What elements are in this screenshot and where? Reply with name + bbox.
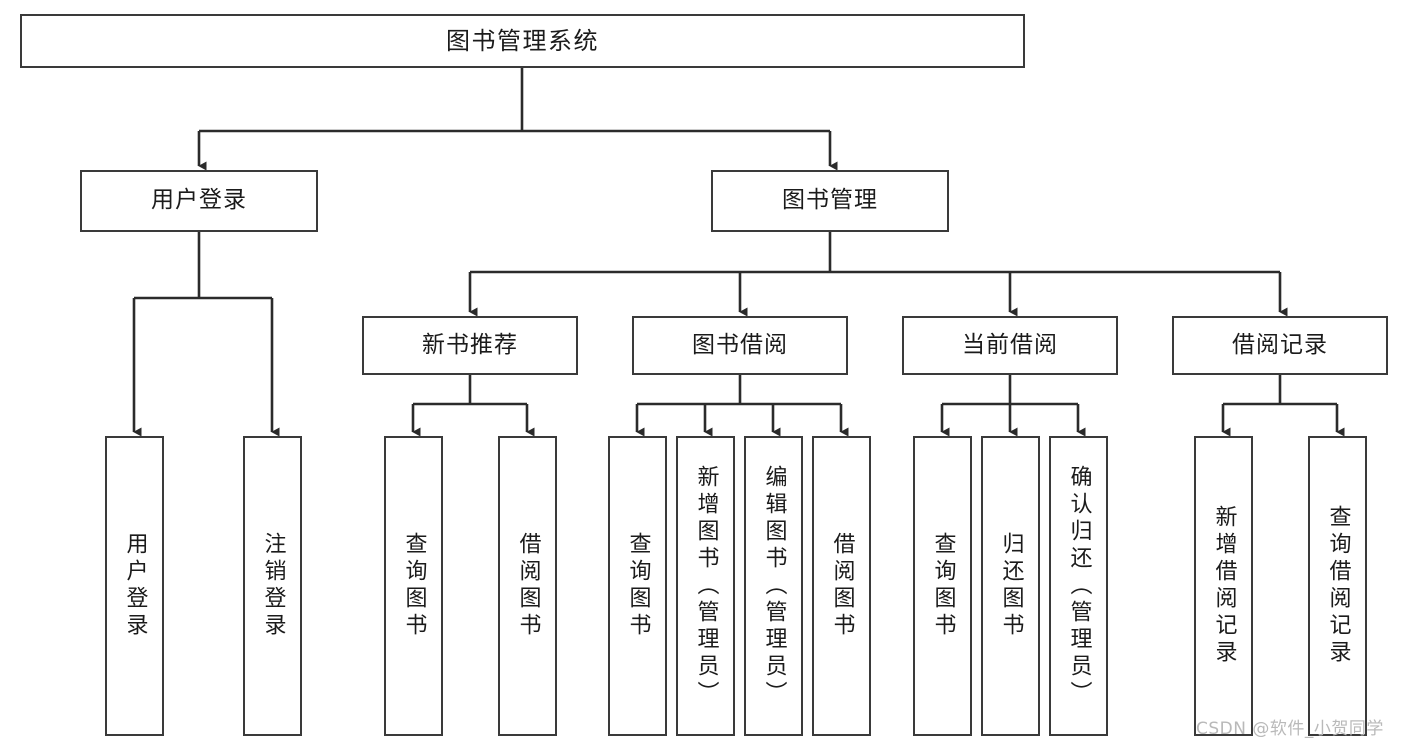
node-user-login[interactable]: 用户登录 xyxy=(80,170,318,232)
leaf-book-borrow-borrow-book[interactable]: 借阅图书 xyxy=(812,436,871,736)
node-book-management[interactable]: 图书管理 xyxy=(711,170,949,232)
leaf-current-borrow-confirm-return-admin[interactable]: 确认归还（管理员） xyxy=(1049,436,1108,736)
node-borrow-record[interactable]: 借阅记录 xyxy=(1172,316,1388,375)
leaf-borrow-record-add-record[interactable]: 新增借阅记录 xyxy=(1194,436,1253,736)
node-label: 新书推荐 xyxy=(422,331,518,358)
leaf-book-borrow-edit-book-admin[interactable]: 编辑图书（管理员） xyxy=(744,436,803,736)
node-label: 查询图书 xyxy=(401,532,427,640)
node-label: 查询借阅记录 xyxy=(1325,505,1351,667)
leaf-book-borrow-add-book-admin[interactable]: 新增图书（管理员） xyxy=(676,436,735,736)
csdn-watermark: CSDN @软件_小贺同学 xyxy=(1196,719,1384,739)
node-label: 确认归还（管理员） xyxy=(1066,464,1092,708)
node-label: 图书管理 xyxy=(782,187,878,214)
node-label: 查询图书 xyxy=(930,532,956,640)
node-label: 新增图书（管理员） xyxy=(693,464,719,708)
node-label: 用户登录 xyxy=(122,532,148,640)
leaf-borrow-record-query-record[interactable]: 查询借阅记录 xyxy=(1308,436,1367,736)
node-label: 借阅图书 xyxy=(515,532,541,640)
leaf-book-borrow-query-book[interactable]: 查询图书 xyxy=(608,436,667,736)
leaf-current-borrow-query-book[interactable]: 查询图书 xyxy=(913,436,972,736)
node-label: 用户登录 xyxy=(151,187,247,214)
leaf-user-login-signin[interactable]: 用户登录 xyxy=(105,436,164,736)
node-label: 借阅记录 xyxy=(1232,331,1328,358)
node-new-book-recommend[interactable]: 新书推荐 xyxy=(362,316,578,375)
node-label: 归还图书 xyxy=(998,532,1024,640)
node-label: 查询图书 xyxy=(625,532,651,640)
leaf-new-book-borrow-book[interactable]: 借阅图书 xyxy=(498,436,557,736)
node-book-borrow[interactable]: 图书借阅 xyxy=(632,316,848,375)
node-label: 借阅图书 xyxy=(829,532,855,640)
node-label: 注销登录 xyxy=(260,532,286,640)
node-label: 图书管理系统 xyxy=(446,26,599,55)
node-label: 当前借阅 xyxy=(962,331,1058,358)
node-current-borrow[interactable]: 当前借阅 xyxy=(902,316,1118,375)
node-label: 新增借阅记录 xyxy=(1211,505,1237,667)
leaf-current-borrow-return-book[interactable]: 归还图书 xyxy=(981,436,1040,736)
leaf-new-book-query-book[interactable]: 查询图书 xyxy=(384,436,443,736)
node-label: 图书借阅 xyxy=(692,331,788,358)
node-label: 编辑图书（管理员） xyxy=(761,464,787,708)
node-root-book-management-system[interactable]: 图书管理系统 xyxy=(20,14,1025,68)
leaf-user-login-logout[interactable]: 注销登录 xyxy=(243,436,302,736)
